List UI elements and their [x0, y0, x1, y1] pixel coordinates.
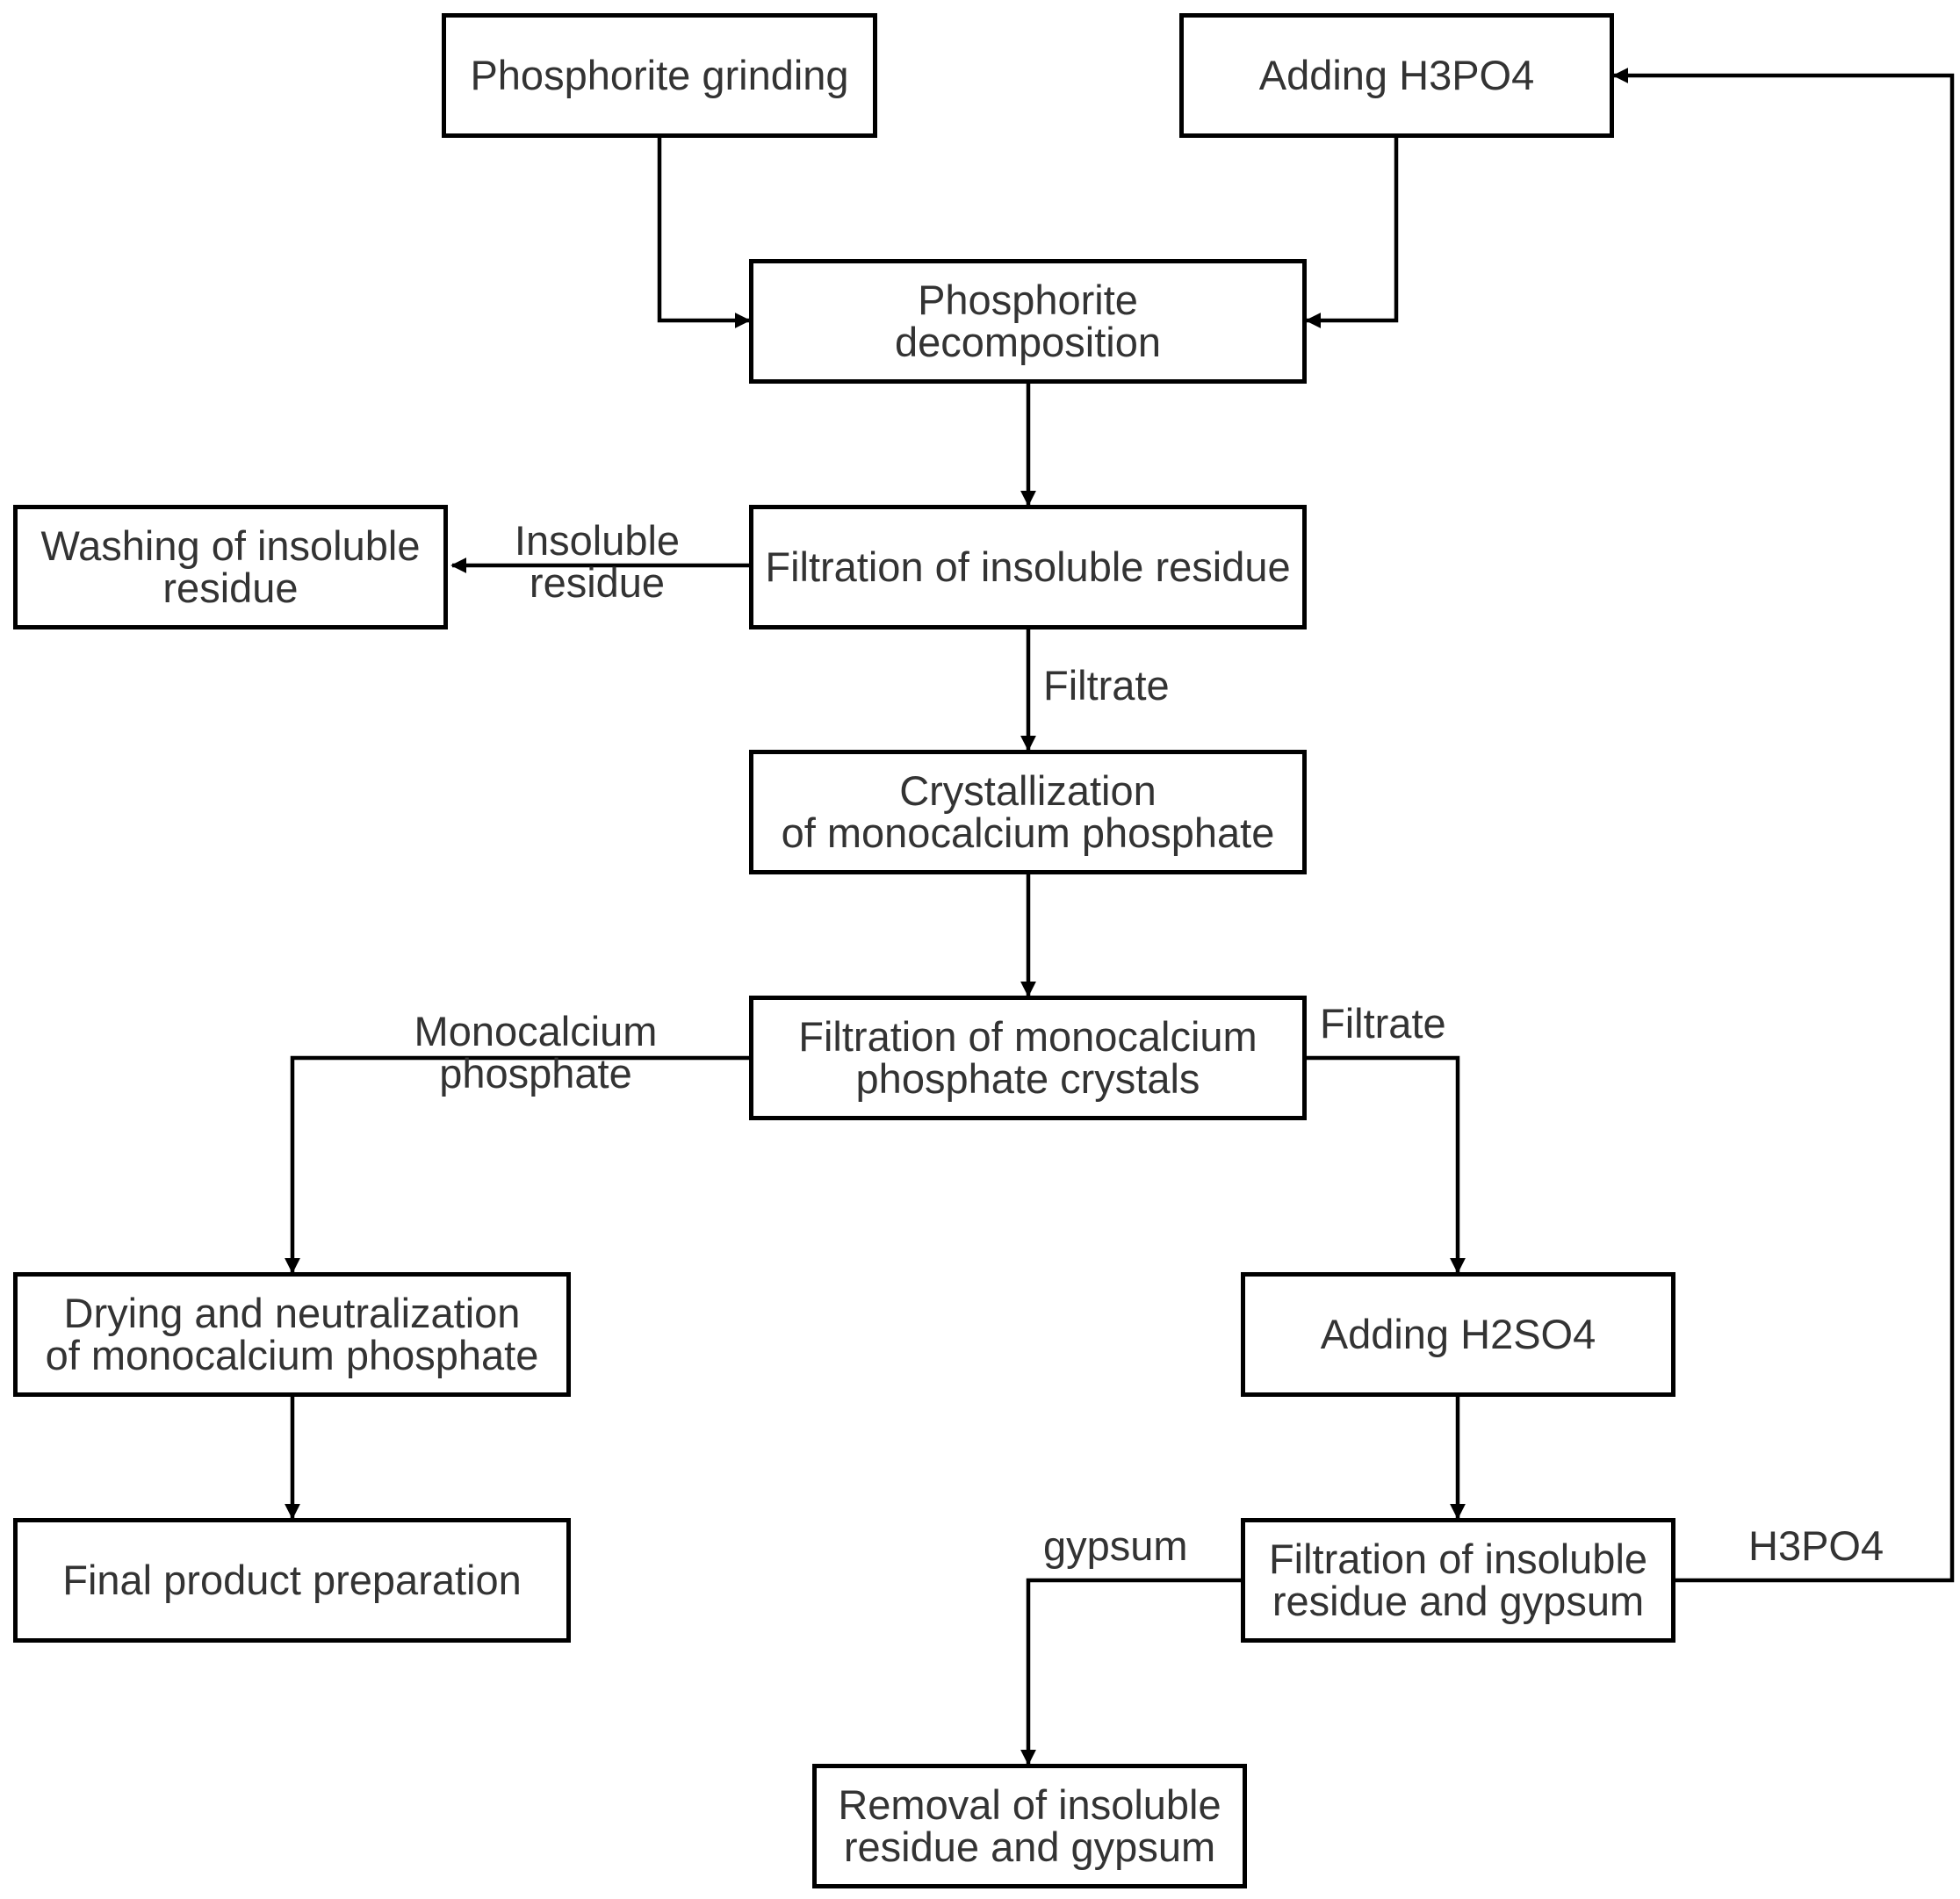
node-label: Final product preparation: [62, 1556, 522, 1603]
edge-grinding-to-decomposition: [657, 138, 751, 328]
node-washing-insoluble-residue: Washing of insoluble residue: [13, 505, 448, 629]
node-final-product: Final product preparation: [13, 1518, 571, 1643]
node-filtration-insoluble-residue: Filtration of insoluble residue: [749, 505, 1307, 629]
edge-label-gypsum: gypsum: [1043, 1522, 1188, 1569]
node-adding-h2so4: Adding H2SO4: [1241, 1272, 1675, 1397]
node-label: Adding H3PO4: [1258, 51, 1535, 98]
node-adding-h3po4: Adding H3PO4: [1179, 13, 1614, 138]
node-label: Filtration of insoluble residue: [765, 543, 1291, 590]
node-label: Crystallization of monocalcium phosphate: [781, 766, 1275, 856]
node-phosphorite-grinding: Phosphorite grinding: [442, 13, 877, 138]
edge-label-filtrate-2: Filtrate: [1320, 1000, 1446, 1047]
node-filtration-gypsum: Filtration of insoluble residue and gyps…: [1241, 1518, 1675, 1643]
node-label: Phosphorite decomposition: [894, 276, 1162, 365]
edge-h3po4-to-decomposition: [1305, 138, 1399, 328]
node-crystallization: Crystallization of monocalcium phosphate: [749, 750, 1307, 874]
node-label: Filtration of monocalcium phosphate crys…: [798, 1012, 1257, 1102]
node-drying-neutralization: Drying and neutralization of monocalcium…: [13, 1272, 571, 1397]
node-label: Filtration of insoluble residue and gyps…: [1268, 1535, 1648, 1624]
edge-crystals-to-drying: [285, 1055, 749, 1274]
node-removal-gypsum: Removal of insoluble residue and gypsum: [812, 1764, 1247, 1888]
edge-h3po4-recycle: [1612, 68, 1955, 1583]
node-label: Drying and neutralization of monocalcium…: [45, 1289, 539, 1378]
node-phosphorite-decomposition: Phosphorite decomposition: [749, 259, 1307, 384]
edge-label-insoluble-residue: Insoluble residue: [514, 517, 681, 607]
edge-gypsum-filtration-to-removal: [1020, 1578, 1241, 1766]
node-label: Washing of insoluble residue: [40, 522, 421, 611]
node-filtration-crystals: Filtration of monocalcium phosphate crys…: [749, 996, 1307, 1120]
edge-crystals-to-h2so4: [1307, 1055, 1466, 1274]
edge-label-h3po4-recycle: H3PO4: [1748, 1522, 1884, 1569]
node-label: Removal of insoluble residue and gypsum: [838, 1780, 1221, 1870]
node-label: Phosphorite grinding: [470, 51, 849, 98]
edge-label-monocalcium-phosphate: Monocalcium phosphate: [414, 1008, 658, 1097]
edge-label-filtrate-1: Filtrate: [1043, 662, 1170, 709]
node-label: Adding H2SO4: [1320, 1310, 1596, 1357]
